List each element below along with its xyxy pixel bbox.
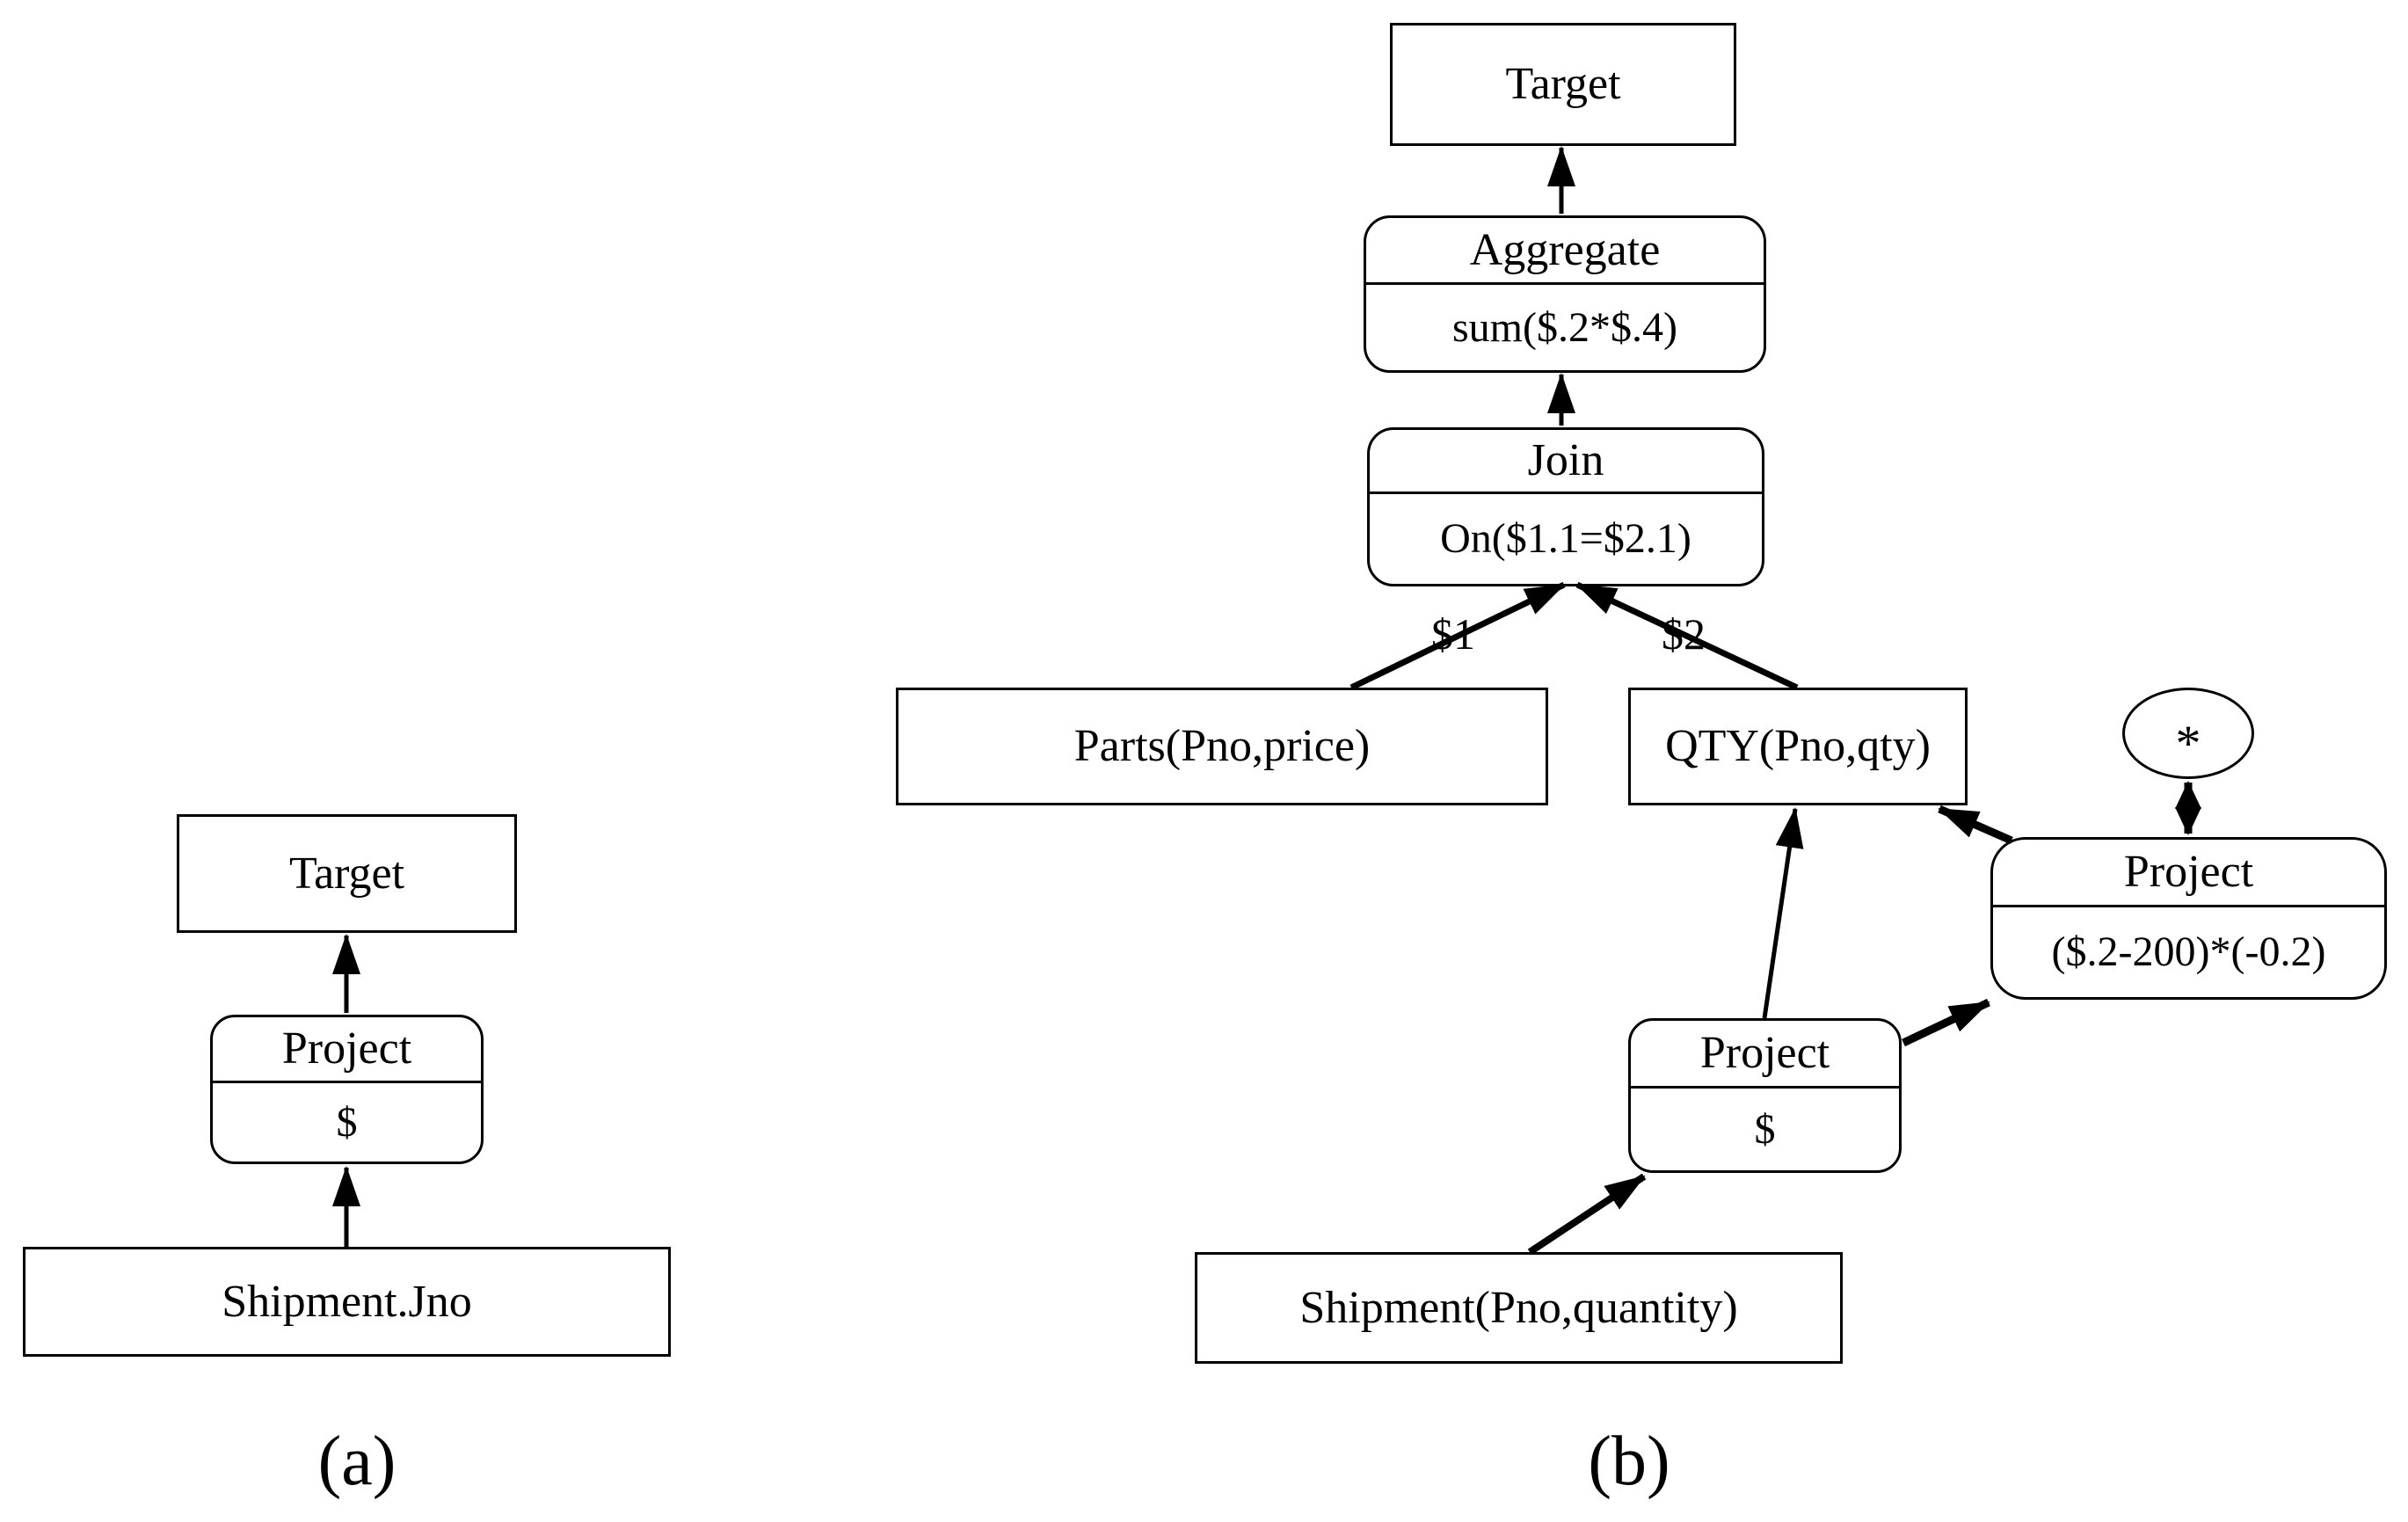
node-b-parts: Parts(Pno,price) bbox=[896, 688, 1548, 805]
node-a-shipment-jno-label: Shipment.Jno bbox=[222, 1276, 472, 1327]
node-b-project-mid-expr: $ bbox=[1754, 1105, 1776, 1153]
node-b-target-label: Target bbox=[1505, 59, 1621, 109]
node-b-shipment: Shipment(Pno,quantity) bbox=[1195, 1252, 1843, 1364]
node-b-star: * bbox=[2122, 688, 2254, 779]
node-b-project-right-expr: ($.2-200)*(-0.2) bbox=[2051, 928, 2326, 975]
node-a-shipment-jno: Shipment.Jno bbox=[23, 1247, 671, 1357]
node-b-star-label: * bbox=[2175, 715, 2201, 772]
node-b-aggregate-expr: sum($.2*$.4) bbox=[1452, 303, 1677, 351]
edge-b-project-right-to-qty bbox=[1938, 805, 2013, 845]
node-b-aggregate: Aggregate sum($.2*$.4) bbox=[1364, 215, 1766, 373]
label-join-input-1: $1 bbox=[1431, 609, 1475, 659]
node-a-project-title: Project bbox=[213, 1017, 481, 1083]
label-join-input-2: $2 bbox=[1662, 609, 1706, 659]
node-b-qty: QTY(Pno,qty) bbox=[1628, 688, 1968, 805]
node-b-project-right-title: Project bbox=[1993, 840, 2384, 907]
node-b-project-right: Project ($.2-200)*(-0.2) bbox=[1990, 837, 2387, 1000]
edge-b-shipment-to-project-mid bbox=[1527, 1173, 1647, 1256]
node-b-aggregate-title: Aggregate bbox=[1366, 218, 1764, 285]
node-a-project: Project $ bbox=[210, 1015, 484, 1164]
node-b-join-title: Join bbox=[1370, 430, 1762, 494]
node-a-project-expr: $ bbox=[336, 1098, 358, 1146]
node-b-target: Target bbox=[1390, 23, 1736, 146]
node-b-shipment-label: Shipment(Pno,quantity) bbox=[1299, 1282, 1738, 1333]
node-b-parts-label: Parts(Pno,price) bbox=[1073, 721, 1371, 771]
node-b-project-mid-title: Project bbox=[1631, 1021, 1899, 1089]
edge-b-project-mid-to-qty bbox=[1762, 807, 1804, 1019]
node-a-target: Target bbox=[177, 814, 517, 933]
node-b-qty-label: QTY(Pno,qty) bbox=[1665, 721, 1931, 771]
node-a-target-label: Target bbox=[288, 848, 405, 899]
caption-a: (a) bbox=[317, 1423, 396, 1500]
node-b-project-mid: Project $ bbox=[1628, 1018, 1902, 1173]
caption-b: (b) bbox=[1588, 1423, 1670, 1500]
node-b-join: Join On($1.1=$2.1) bbox=[1367, 427, 1764, 586]
edge-b-project-mid-to-project-right bbox=[1902, 998, 1990, 1047]
node-b-join-expr: On($1.1=$2.1) bbox=[1440, 515, 1691, 562]
